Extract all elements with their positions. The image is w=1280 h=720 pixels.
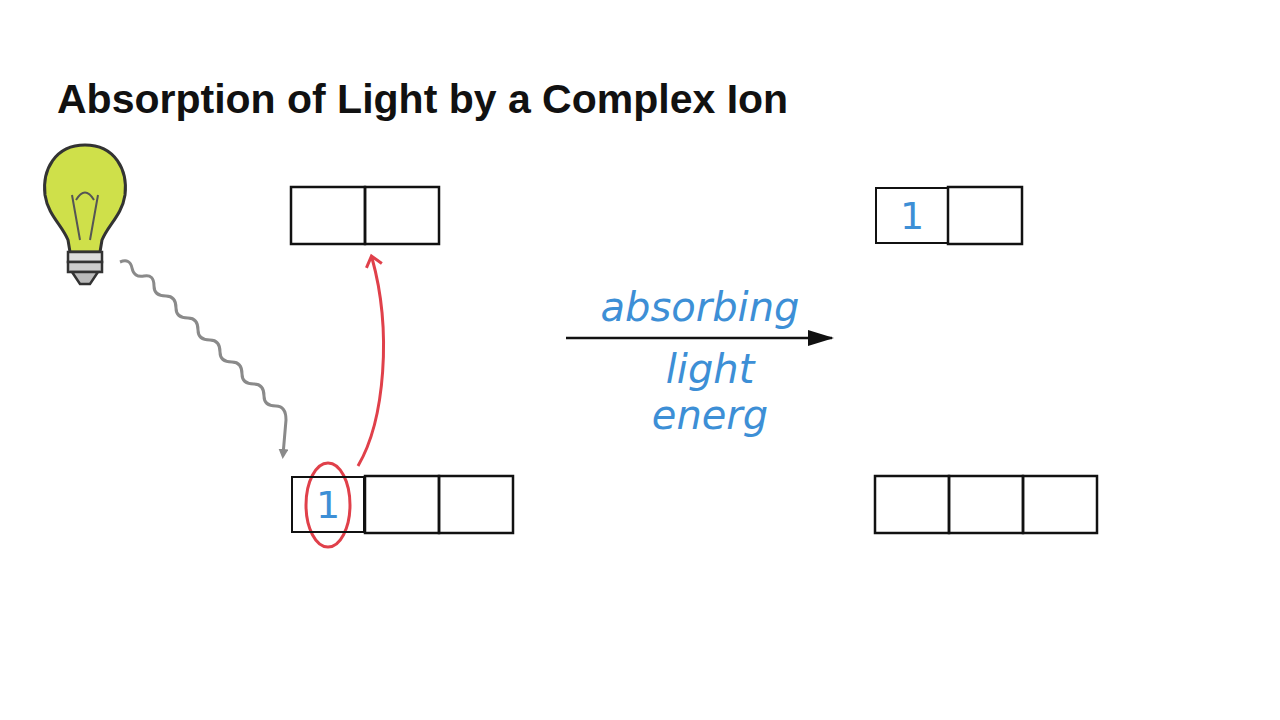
annotation: light energ (615, 346, 805, 438)
orbital-boxes (291, 187, 1097, 533)
orbital-box: 1 (875, 187, 949, 244)
annotation: absorbing (585, 284, 815, 330)
orbital-box: 1 (291, 476, 365, 533)
title: Absorption of Light by a Complex Ion (57, 76, 788, 123)
excitation-arrow (358, 258, 383, 466)
electron: 1 (316, 486, 340, 524)
electron: 1 (900, 197, 924, 235)
reaction-arrow (566, 337, 832, 340)
light-wave (120, 261, 286, 455)
light-bulb (45, 145, 126, 284)
